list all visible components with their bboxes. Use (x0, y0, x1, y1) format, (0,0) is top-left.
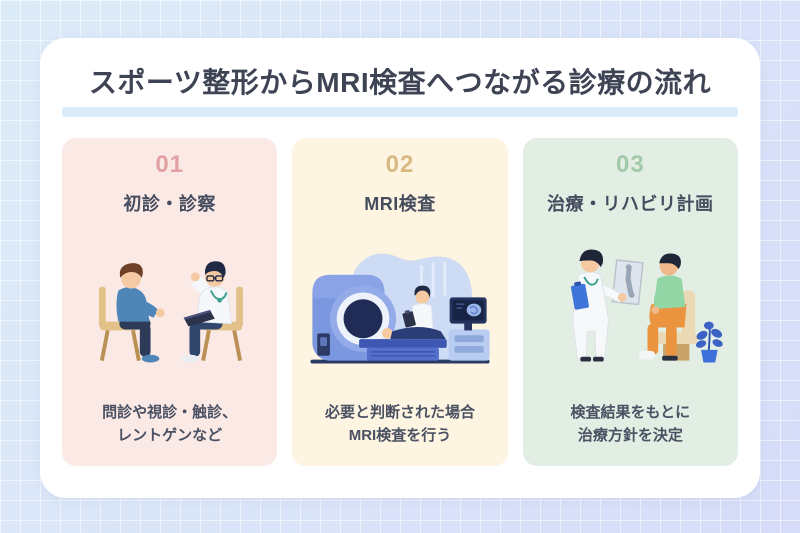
step-card-1: 01 初診・診察 (62, 138, 278, 466)
step-card-3: 03 治療・リハビリ計画 (522, 138, 738, 466)
step-description-line-1: 必要と判断された場合 (324, 403, 475, 421)
step-description-line-2: 治療方針を決定 (577, 426, 683, 444)
page-title: スポーツ整形からMRI検査へつながる診療の流れ (88, 67, 712, 98)
step-number: 01 (155, 151, 185, 178)
step-description-line-1: 問診や視診・触診、 (102, 403, 238, 421)
step-card-2: 02 MRI検査 (292, 138, 508, 466)
step-description-line-2: MRI検査を行う (348, 426, 452, 444)
doctor-xray-patient-icon (571, 249, 724, 363)
step-title: 初診・診察 (123, 194, 216, 214)
step-description: 必要と判断された場合 MRI検査を行う (325, 401, 475, 448)
mri-scanner-icon (310, 253, 490, 364)
title-underline-bar (62, 107, 738, 117)
step-description: 問診や視診・触診、 レントゲンなど (102, 401, 237, 448)
consultation-illustration (58, 216, 281, 401)
treatment-plan-illustration (519, 216, 742, 401)
step-description-line-1: 検査結果をもとに (570, 403, 691, 421)
step-description-line-2: レントゲンなど (117, 426, 223, 444)
step-title: 治療・リハビリ計画 (547, 194, 714, 214)
step-number: 03 (615, 151, 645, 178)
step-number: 02 (385, 151, 415, 178)
step-description: 検査結果をもとに 治療方針を決定 (570, 401, 690, 448)
mri-illustration (288, 216, 511, 401)
doctor-patient-consultation-icon (98, 261, 243, 363)
main-panel: スポーツ整形からMRI検査へつながる診療の流れ 01 初診・診察 (40, 38, 760, 498)
step-title: MRI検査 (364, 194, 436, 214)
steps-row: 01 初診・診察 (62, 138, 738, 466)
